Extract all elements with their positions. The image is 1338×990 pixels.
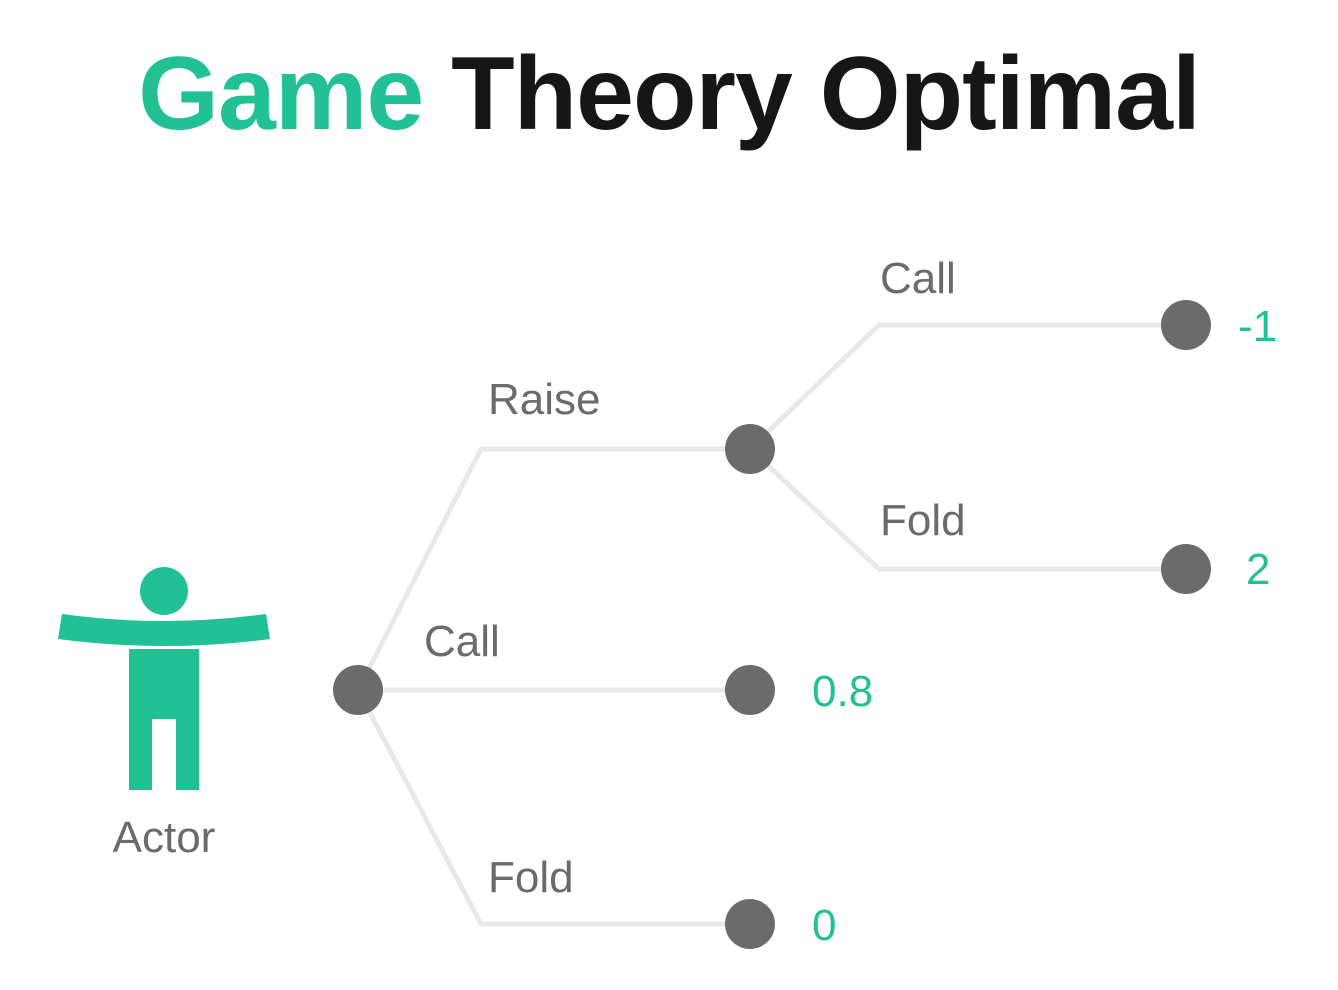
payoff-raise-fold: 2: [1246, 545, 1270, 594]
node-fold: [725, 899, 775, 949]
person-arms-outstretched-icon: [58, 567, 270, 790]
label-raise-call: Call: [880, 254, 956, 303]
label-raise-fold: Fold: [880, 496, 966, 545]
payoff-raise-call: -1: [1238, 302, 1277, 351]
edge-raise-fold: [748, 447, 1186, 572]
edge-fold: [355, 688, 750, 927]
title-accent-word: Game: [138, 36, 424, 152]
payoff-call: 0.8: [812, 667, 873, 716]
title-rest: Theory Optimal: [451, 36, 1201, 152]
node-raise-fold: [1161, 544, 1211, 594]
label-raise: Raise: [488, 375, 601, 424]
node-raise: [725, 424, 775, 474]
node-raise-call: [1161, 300, 1211, 350]
payoff-fold: 0: [812, 901, 836, 950]
node-call: [725, 665, 775, 715]
actor-label: Actor: [113, 813, 216, 862]
edge-raise: [355, 446, 750, 692]
page-title: Game Theory Optimal: [0, 34, 1338, 154]
label-fold: Fold: [488, 853, 574, 902]
edge-raise-call: [748, 322, 1186, 451]
label-call: Call: [424, 617, 500, 666]
node-root: [333, 665, 383, 715]
